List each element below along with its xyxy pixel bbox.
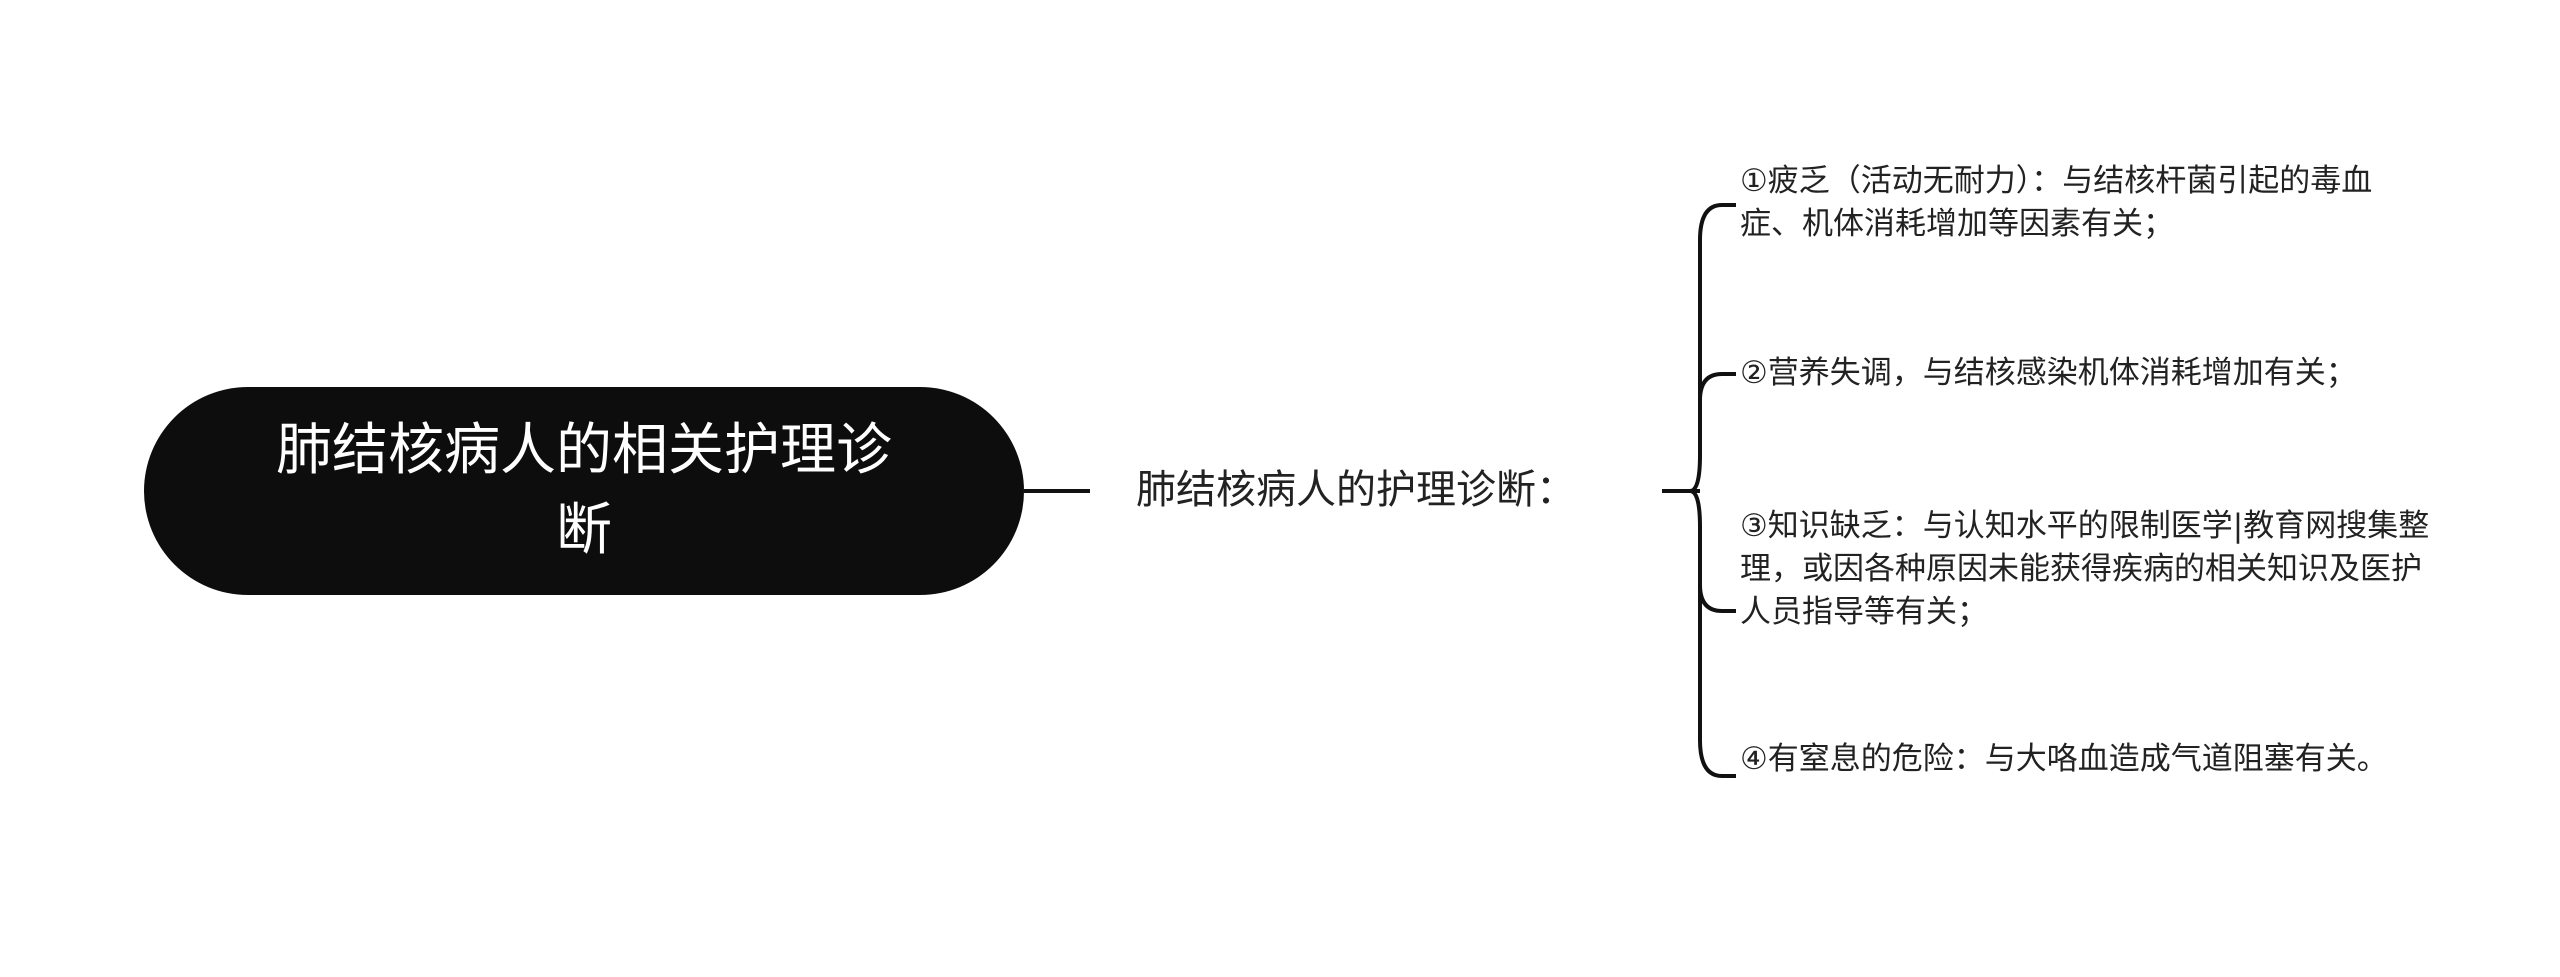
leaf-node-knowledge-deficit[interactable]: ③知识缺乏：与认知水平的限制医学|教育网搜集整理，或因各种原因未能获得疾病的相关… xyxy=(1740,508,2430,630)
leaf-2-connector xyxy=(1698,372,1736,401)
bracket-spine xyxy=(1689,203,1723,778)
branch-node-label[interactable]: 肺结核病人的护理诊断： xyxy=(1136,467,1576,513)
leaf-3-connector xyxy=(1698,584,1736,613)
leaf-node-nutrition[interactable]: ②营养失调，与结核感染机体消耗增加有关； xyxy=(1740,355,2357,391)
leaf-node-suffocation-risk[interactable]: ④有窒息的危险：与大咯血造成气道阻塞有关。 xyxy=(1740,741,2388,777)
root-node-label: 肺结核病人的相关护理诊断 xyxy=(276,418,892,563)
root-node[interactable]: 肺结核病人的相关护理诊断 xyxy=(144,387,1024,595)
leaf-node-fatigue[interactable]: ①疲乏（活动无耐力）：与结核杆菌引起的毒血症、机体消耗增加等因素有关； xyxy=(1740,163,2373,242)
